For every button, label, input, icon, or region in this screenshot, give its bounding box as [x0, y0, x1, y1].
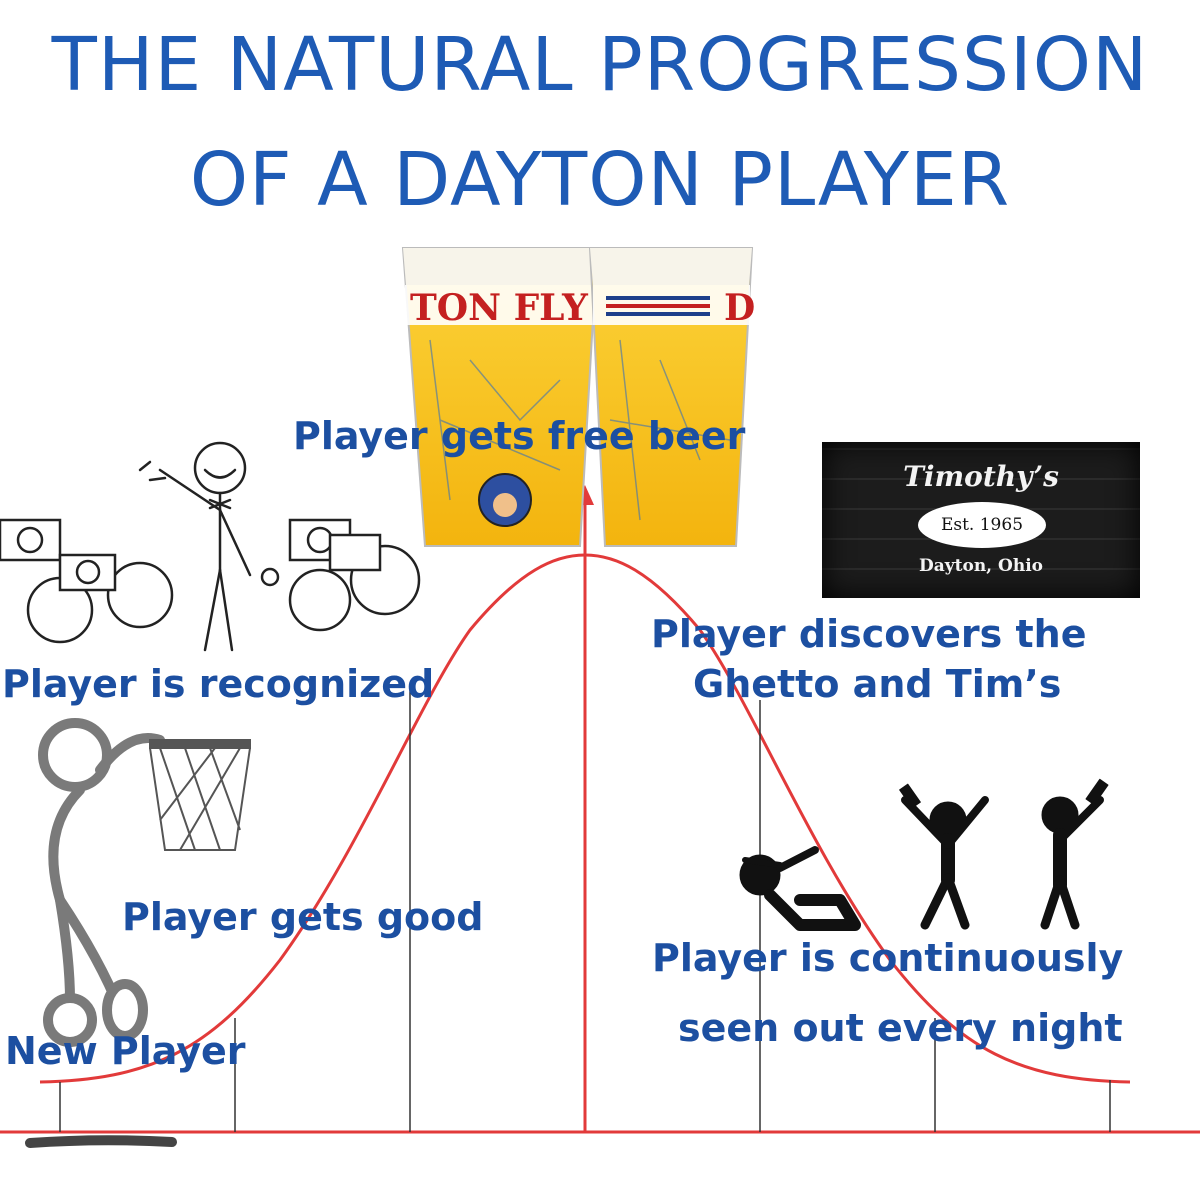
timothys-sign: Timothy’s Est. 1965 Dayton, Ohio: [822, 442, 1140, 598]
sign-name: Timothy’s: [903, 460, 1059, 493]
label-continuous-line1: Player is continuously: [652, 936, 1124, 980]
label-discovers-line2: Ghetto and Tim’s: [693, 662, 1062, 706]
photographer-head-icon-3: [288, 568, 352, 632]
sign-city: Dayton, Ohio: [919, 556, 1043, 576]
label-new-player: New Player: [5, 1029, 246, 1073]
label-free-beer: Player gets free beer: [293, 414, 746, 458]
camera-icon: [0, 518, 62, 562]
right-glass-foam: [590, 248, 752, 285]
label-gets-good: Player gets good: [122, 895, 484, 939]
camera-icon-4: [328, 533, 382, 572]
photographer-head-icon-2: [106, 561, 174, 629]
sign-established: Est. 1965: [918, 502, 1046, 548]
left-glass-text: TON FLY: [410, 287, 588, 329]
label-recognized: Player is recognized: [2, 662, 435, 706]
title-line-2: OF A DAYTON PLAYER: [189, 137, 1011, 223]
left-glass-foam: [403, 248, 597, 285]
title-line-1: THE NATURAL PROGRESSION: [51, 22, 1149, 108]
label-continuous-line2: seen out every night: [678, 1006, 1123, 1050]
baseline-brush-stroke: [25, 1135, 177, 1148]
basketball-hoop-icon: [149, 739, 251, 851]
label-discovers-line1: Player discovers the: [651, 612, 1087, 656]
right-glass-text: D: [724, 287, 756, 329]
